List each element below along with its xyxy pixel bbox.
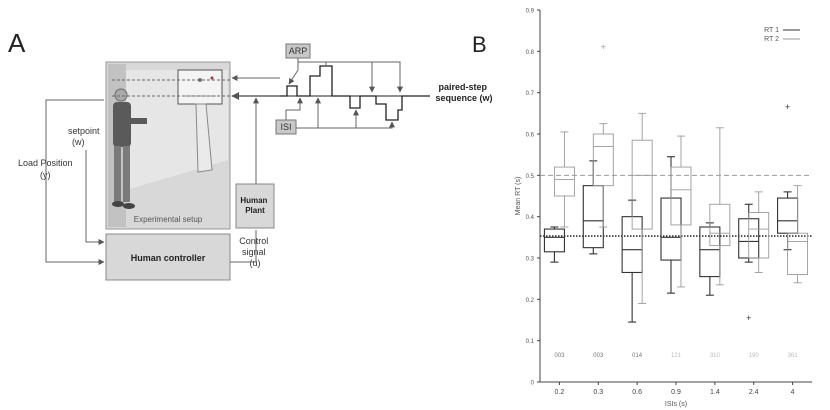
isi-label: ISI [280, 122, 291, 132]
legend-label: RT 2 [764, 36, 779, 43]
person-figure [112, 88, 147, 209]
x-tick-label: 0.3 [593, 389, 603, 396]
box [709, 203, 731, 247]
sequence-label: paired-step sequence (w) [435, 82, 492, 103]
human-controller-label: Human controller [131, 253, 206, 263]
p-value-label: 310 [710, 353, 721, 359]
p-value-label: 014 [632, 353, 643, 359]
y-tick-label: 0.2 [526, 298, 535, 304]
panel-a-label: A [8, 28, 26, 58]
x-tick-label: 1.4 [710, 389, 720, 396]
y-tick-label: 0.8 [526, 50, 535, 56]
rt-boxplot-chart: 0 0.1 0.2 0.3 0.4 0.5 0.6 0.7 0.8 0.9 0.2 0.3 0.6 0.9… [515, 9, 812, 408]
x-tick-label: 0.2 [555, 389, 565, 396]
y-tick-label: 0.9 [526, 9, 535, 15]
p-value-label: 121 [671, 353, 682, 359]
p-value-label: 003 [593, 353, 604, 359]
x-tick-label: 0.9 [671, 389, 681, 396]
y-tick-label: 0.3 [526, 257, 535, 263]
outlier: + [785, 102, 790, 112]
experimental-setup-label: Experimental setup [134, 215, 203, 224]
isi-line-1 [285, 97, 303, 120]
box [553, 166, 575, 197]
box [777, 197, 799, 234]
control-signal-label: Control signal (u) [239, 236, 271, 268]
box [748, 212, 770, 259]
p-value-label: 190 [749, 353, 760, 359]
box [631, 139, 653, 230]
load-position-label: Load Position (y) [18, 158, 75, 180]
arp-diag [288, 69, 299, 85]
box [670, 166, 692, 226]
load-position-arrow [45, 99, 105, 265]
human-plant-label: Human Plant [240, 196, 269, 215]
human-controller-box [105, 233, 231, 281]
x-tick-label: 2.4 [749, 389, 759, 396]
box [543, 228, 565, 253]
arp-line-main [297, 58, 403, 93]
y-tick-label: 0.1 [526, 339, 535, 345]
outlier: + [601, 42, 606, 52]
y-tick-label: 0.7 [526, 91, 535, 97]
setpoint-label: setpoint (w) [68, 126, 102, 147]
arp-label: ARP [289, 46, 308, 56]
box [592, 133, 614, 187]
y-tick-label: 0 [531, 381, 535, 387]
panel-b-label: B [472, 32, 487, 57]
legend-label: RT 1 [764, 27, 779, 34]
y-axis-label: Mean RT (s) [515, 177, 522, 216]
isi-line-2 [296, 121, 395, 129]
panel-a: A Experimental setup Hu [8, 28, 493, 281]
box [787, 232, 809, 275]
outlier: + [746, 313, 751, 323]
control-signal-line [230, 230, 257, 263]
y-tick-label: 0.6 [526, 133, 535, 139]
y-tick-label: 0.5 [526, 174, 535, 180]
p-value-label: 361 [788, 353, 799, 359]
paired-step-sequence [280, 65, 430, 121]
x-axis-label: ISIs (s) [665, 401, 687, 408]
human-plant-box [235, 183, 275, 229]
setpoint-arrow [85, 150, 105, 245]
y-tick-label: 0.4 [526, 215, 535, 221]
p-value-label: 003 [554, 353, 565, 359]
x-tick-label: 0.6 [632, 389, 642, 396]
x-tick-label: 4 [791, 389, 795, 396]
box [582, 185, 604, 249]
